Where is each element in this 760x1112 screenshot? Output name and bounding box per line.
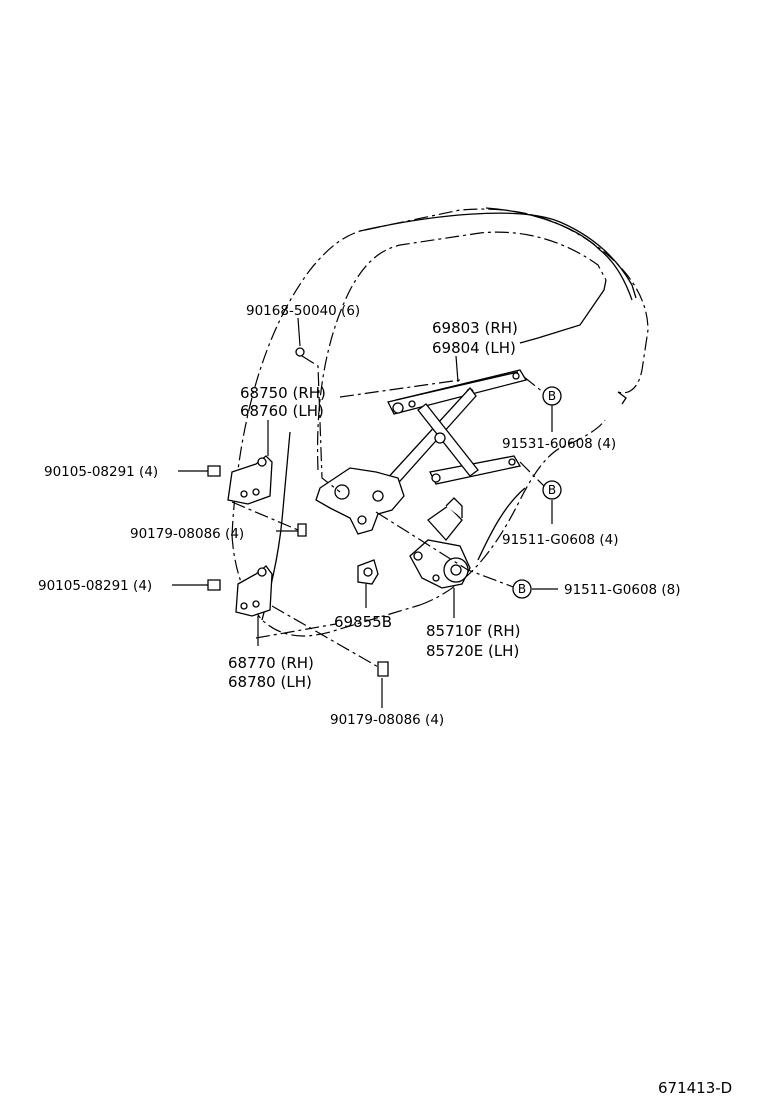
- b-marker-2: B: [542, 480, 562, 500]
- window-regulator: [315, 369, 528, 535]
- label-68770: 68770 (RH): [228, 654, 314, 672]
- label-85720e: 85720E (LH): [426, 642, 519, 660]
- grommet: [357, 559, 379, 585]
- b-marker-1-label: B: [548, 389, 556, 403]
- b-marker-1: B: [542, 386, 562, 406]
- label-90105-08291-upper: 90105-08291 (4): [44, 464, 158, 480]
- label-69803: 69803 (RH): [432, 319, 518, 337]
- label-90179-08086-lower: 90179-08086 (4): [330, 712, 444, 728]
- label-68750: 68750 (RH): [240, 384, 326, 402]
- label-69804: 69804 (LH): [432, 339, 516, 357]
- label-68760: 68760 (LH): [240, 402, 324, 420]
- drawing-reference-number: 671413-D: [658, 1079, 732, 1097]
- label-69855b: 69855B: [334, 613, 392, 631]
- b-marker-3-label: B: [518, 582, 526, 596]
- label-68780: 68780 (LH): [228, 673, 312, 691]
- b-marker-2-label: B: [548, 483, 556, 497]
- b-marker-3: B: [512, 579, 532, 599]
- fasteners: [207, 347, 389, 677]
- callout-labels: 90168-50040 (6) 69803 (RH) 69804 (LH) 68…: [38, 303, 681, 728]
- lower-hinge: [235, 565, 273, 617]
- label-91531-60608: 91531-60608 (4): [502, 436, 616, 452]
- door-outline: [231, 207, 649, 637]
- label-90105-08291-lower: 90105-08291 (4): [38, 578, 152, 594]
- window-motor: [409, 497, 471, 589]
- label-91511-g0608-4: 91511-G0608 (4): [502, 532, 619, 548]
- upper-hinge: [227, 455, 273, 505]
- label-85710f: 85710F (RH): [426, 622, 521, 640]
- label-90179-08086-upper: 90179-08086 (4): [130, 526, 244, 542]
- label-91511-g0608-8: 91511-G0608 (8): [564, 582, 681, 598]
- label-90168-50040: 90168-50040 (6): [246, 303, 360, 319]
- leader-lines: [172, 317, 558, 708]
